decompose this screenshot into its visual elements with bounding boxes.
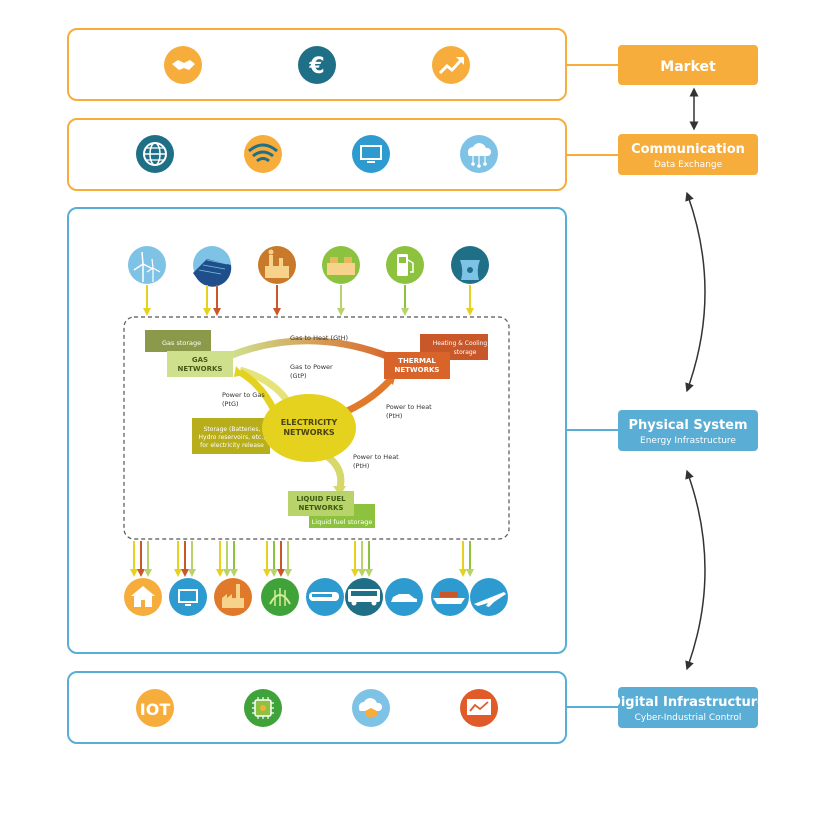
svg-text:€: € [308,54,324,79]
chip-icon [244,689,282,727]
iot-icon: IOT [136,689,174,727]
wind-turbine-icon [128,246,166,284]
solar-panel-icon [193,246,232,287]
svg-text:LIQUID FUEL: LIQUID FUEL [296,495,346,503]
factory-icon [258,246,296,284]
svg-text:Power to Gas: Power to Gas [222,391,265,399]
handshake-icon [164,46,202,84]
nuclear-plant-icon [451,246,489,284]
iot-label: IOT [140,700,171,719]
airplane-icon [470,578,508,616]
svg-text:ELECTRICITY: ELECTRICITY [281,418,338,427]
svg-text:Storage (Batteries,: Storage (Batteries, [204,426,261,433]
communication-subtitle: Data Exchange [654,160,723,170]
power-to-heat-flow [343,377,393,416]
bus-icon [345,578,383,616]
svg-text:storage: storage [454,349,477,356]
dashboard-icon [460,689,498,727]
house-icon [124,578,162,616]
communication-physical-arrow [685,191,706,393]
svg-text:GAS: GAS [192,356,208,364]
svg-text:(PtG): (PtG) [222,400,239,408]
biomass-icon [322,246,360,284]
cloud-security-icon [352,689,390,727]
gas-networks-box: GAS NETWORKS [167,351,233,377]
communication-title: Communication [631,142,745,157]
ship-icon [431,578,469,616]
electricity-networks-node: ELECTRICITY NETWORKS [262,394,356,462]
market-title: Market [660,59,716,75]
physical-digital-arrow [685,469,706,671]
svg-text:NETWORKS: NETWORKS [178,365,223,373]
gas-to-heat-flow [230,337,394,362]
physical-subtitle: Energy Infrastructure [640,436,736,446]
euro-icon: € [298,46,336,84]
industry-icon [214,578,252,616]
svg-text:for electricity release: for electricity release [200,442,264,449]
liquid-fuel-networks-box: LIQUID FUEL NETWORKS [288,491,354,516]
networks-frame [123,316,510,540]
svg-text:Gas to Power: Gas to Power [290,363,333,371]
gas-to-heat-label: Gas to Heat (GtH) [290,334,348,342]
communication-label: Communication Data Exchange [618,134,758,175]
source-arrows [143,285,474,316]
digital-label: Digital Infrastructure Cyber-Industrial … [610,687,766,728]
svg-text:(PtH): (PtH) [353,462,369,470]
trend-up-icon [432,46,470,84]
svg-text:(GtP): (GtP) [290,372,307,380]
svg-text:(PtH): (PtH) [386,412,402,420]
svg-text:Heating & Cooling: Heating & Cooling [433,340,488,347]
market-label: Market [618,45,758,85]
svg-text:Power to Heat: Power to Heat [353,453,399,461]
globe-icon [136,135,174,173]
svg-text:THERMAL: THERMAL [398,357,436,365]
svg-text:Hydro reservoirs, etc.): Hydro reservoirs, etc.) [199,434,266,441]
car-icon [385,578,423,616]
physical-label: Physical System Energy Infrastructure [618,410,758,451]
monitor-icon [352,135,390,173]
gas-storage-label: Gas storage [162,339,201,347]
svg-text:NETWORKS: NETWORKS [283,428,335,437]
consumer-arrows [130,541,474,577]
svg-text:NETWORKS: NETWORKS [299,504,344,512]
fuel-pump-icon [386,246,424,284]
wifi-icon [244,135,282,173]
agriculture-icon [261,578,299,616]
svg-text:Power to Heat: Power to Heat [386,403,432,411]
svg-text:NETWORKS: NETWORKS [395,366,440,374]
svg-text:Liquid fuel storage: Liquid fuel storage [312,518,373,526]
electricity-storage-box: Storage (Batteries, Hydro reservoirs, et… [192,418,270,454]
computer-icon [169,578,207,616]
digital-subtitle: Cyber-Industrial Control [635,713,742,723]
gas-storage-box: Gas storage [145,330,211,352]
digital-title: Digital Infrastructure [610,695,766,710]
thermal-networks-box: THERMAL NETWORKS [384,352,450,379]
train-icon [306,578,344,616]
physical-title: Physical System [628,418,747,433]
cloud-network-icon [460,135,498,173]
